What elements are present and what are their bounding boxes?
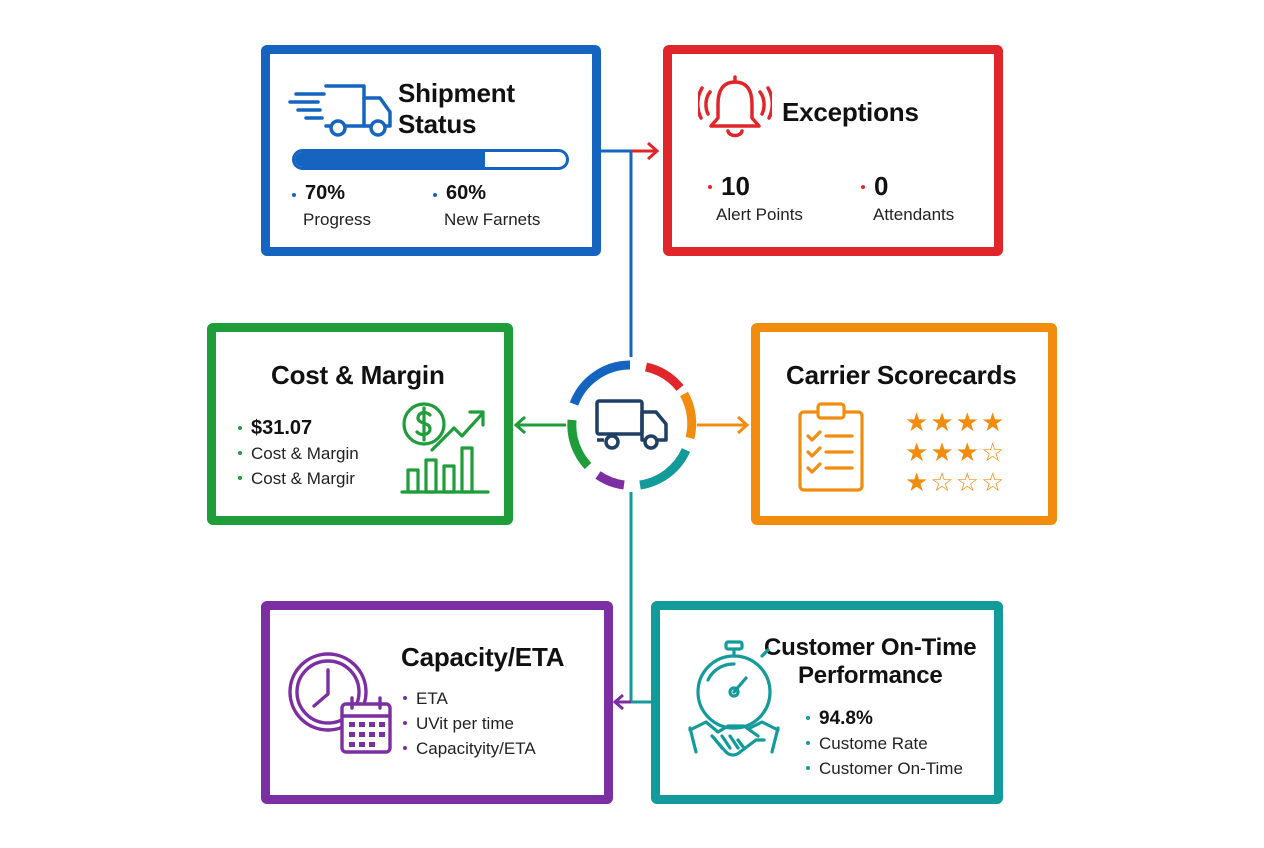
shipment-status-card: Shipment Status 70% Progress 60% New Far… [261, 45, 601, 256]
star-empty-icon: ☆ [980, 468, 1007, 498]
bullet-dot [861, 184, 865, 189]
stat-value: 60% [446, 182, 487, 204]
bullet-dot [403, 720, 407, 725]
shipment-stat-progress: 70% Progress [292, 182, 371, 230]
connector-shipment [601, 149, 633, 357]
cost-margin-card: Cost & Margin $31.07 Cost & Margin Cost … [207, 323, 513, 525]
list-item-label: Customer On-Time [819, 759, 963, 778]
star-empty-icon: ☆ [930, 468, 956, 498]
cost-title: Cost & Margin [271, 360, 445, 390]
connector-customer [629, 492, 651, 704]
bullet-dot [403, 745, 407, 750]
rating-stars: ★★★★★★★☆★☆☆☆ [905, 408, 1006, 498]
list-item: Custome Rate [806, 731, 963, 756]
bullet-dot [806, 740, 810, 745]
bullet-dot [403, 695, 407, 700]
star-filled-icon: ★ [905, 408, 931, 438]
bullet-dot [292, 192, 296, 197]
list-item-label: Cost & Margir [251, 469, 355, 488]
bullet-dot [238, 450, 242, 455]
stat-value: 70% [305, 182, 346, 204]
star-filled-icon: ★ [980, 408, 1007, 438]
connector-cost [513, 415, 566, 435]
star-filled-icon: ★ [905, 438, 931, 468]
shipment-progress-bar [292, 149, 569, 170]
list-item-label: Cost & Margin [251, 444, 359, 463]
list-item-label: Custome Rate [819, 734, 928, 753]
star-empty-icon: ☆ [980, 438, 1007, 468]
list-item: Cost & Margin [238, 441, 359, 466]
dollar-growth-chart-icon [400, 402, 490, 494]
clipboard-checklist-icon [798, 402, 864, 492]
list-item-label: ETA [416, 689, 448, 708]
bullet-dot [238, 425, 242, 430]
fast-truck-icon [288, 84, 392, 137]
customer-list: 94.8% Custome Rate Customer On-Time [806, 706, 963, 781]
capacity-eta-card: Capacity/ETA ETA UVit per time Capacityi… [261, 601, 613, 804]
list-item: $31.07 [238, 416, 359, 441]
progress-fill [295, 152, 485, 167]
bullet-dot [806, 715, 810, 720]
star-rating-row: ★★★★ [905, 408, 1006, 438]
connector-capacity [612, 693, 631, 711]
exceptions-title: Exceptions [782, 97, 919, 127]
truck-icon [595, 399, 668, 450]
list-item: Capacityity/ETA [403, 736, 536, 761]
exceptions-card: Exceptions 10 Alert Points 0 Attendants [663, 45, 1003, 256]
star-filled-icon: ★ [905, 468, 931, 498]
star-filled-icon: ★ [930, 438, 956, 468]
cost-list: $31.07 Cost & Margin Cost & Margir [238, 416, 359, 491]
list-item: UVit per time [403, 711, 536, 736]
star-rating-row: ★☆☆☆ [905, 468, 1006, 498]
stat-value: 0 [874, 171, 889, 201]
exceptions-stat-attendants: 0 Attendants [861, 172, 954, 225]
stat-value: 10 [721, 171, 750, 201]
cost-value: $31.07 [251, 417, 313, 439]
stat-label: New Farnets [444, 210, 541, 229]
alarm-bell-icon [698, 75, 772, 138]
list-item: ETA [403, 686, 536, 711]
star-rating-row: ★★★☆ [905, 438, 1006, 468]
exceptions-stat-alerts: 10 Alert Points [708, 172, 803, 225]
shipment-title-line1: Shipment [398, 78, 515, 108]
stat-label: Attendants [873, 205, 955, 224]
stat-label: Alert Points [716, 205, 803, 224]
connector-carrier [697, 415, 750, 435]
bullet-dot [806, 765, 810, 770]
carrier-scorecards-card: Carrier Scorecards ★★★★★★★☆★☆☆☆ [751, 323, 1057, 525]
list-item: Customer On-Time [806, 756, 963, 781]
list-item: Cost & Margir [238, 466, 359, 491]
capacity-list: ETA UVit per time Capacityity/ETA [403, 686, 536, 761]
list-item-label: UVit per time [416, 714, 514, 733]
connector-exceptions [631, 141, 660, 161]
list-item-label: Capacityity/ETA [416, 739, 536, 758]
bullet-dot [433, 192, 437, 197]
capacity-title: Capacity/ETA [401, 642, 565, 672]
customer-title-line2: Performance [798, 662, 943, 689]
customer-title-line1: Customer On-Time [764, 634, 977, 661]
carrier-title: Carrier Scorecards [786, 360, 1017, 390]
star-empty-icon: ☆ [955, 468, 981, 498]
stopwatch-handshake-icon [688, 640, 780, 757]
list-item: 94.8% [806, 706, 963, 731]
customer-ontime-card: Customer On-Time Performance 94.8% Custo… [651, 601, 1003, 804]
shipment-stat-farnets: 60% New Farnets [433, 182, 540, 230]
star-filled-icon: ★ [955, 438, 981, 468]
shipment-title-line2: Status [398, 109, 477, 139]
hub-ring [567, 360, 697, 490]
clock-calendar-icon [288, 652, 392, 754]
stat-label: Progress [303, 210, 372, 229]
bullet-dot [238, 475, 242, 480]
bullet-dot [708, 184, 712, 189]
star-filled-icon: ★ [955, 408, 981, 438]
star-filled-icon: ★ [930, 408, 956, 438]
ontime-value: 94.8% [819, 708, 873, 729]
